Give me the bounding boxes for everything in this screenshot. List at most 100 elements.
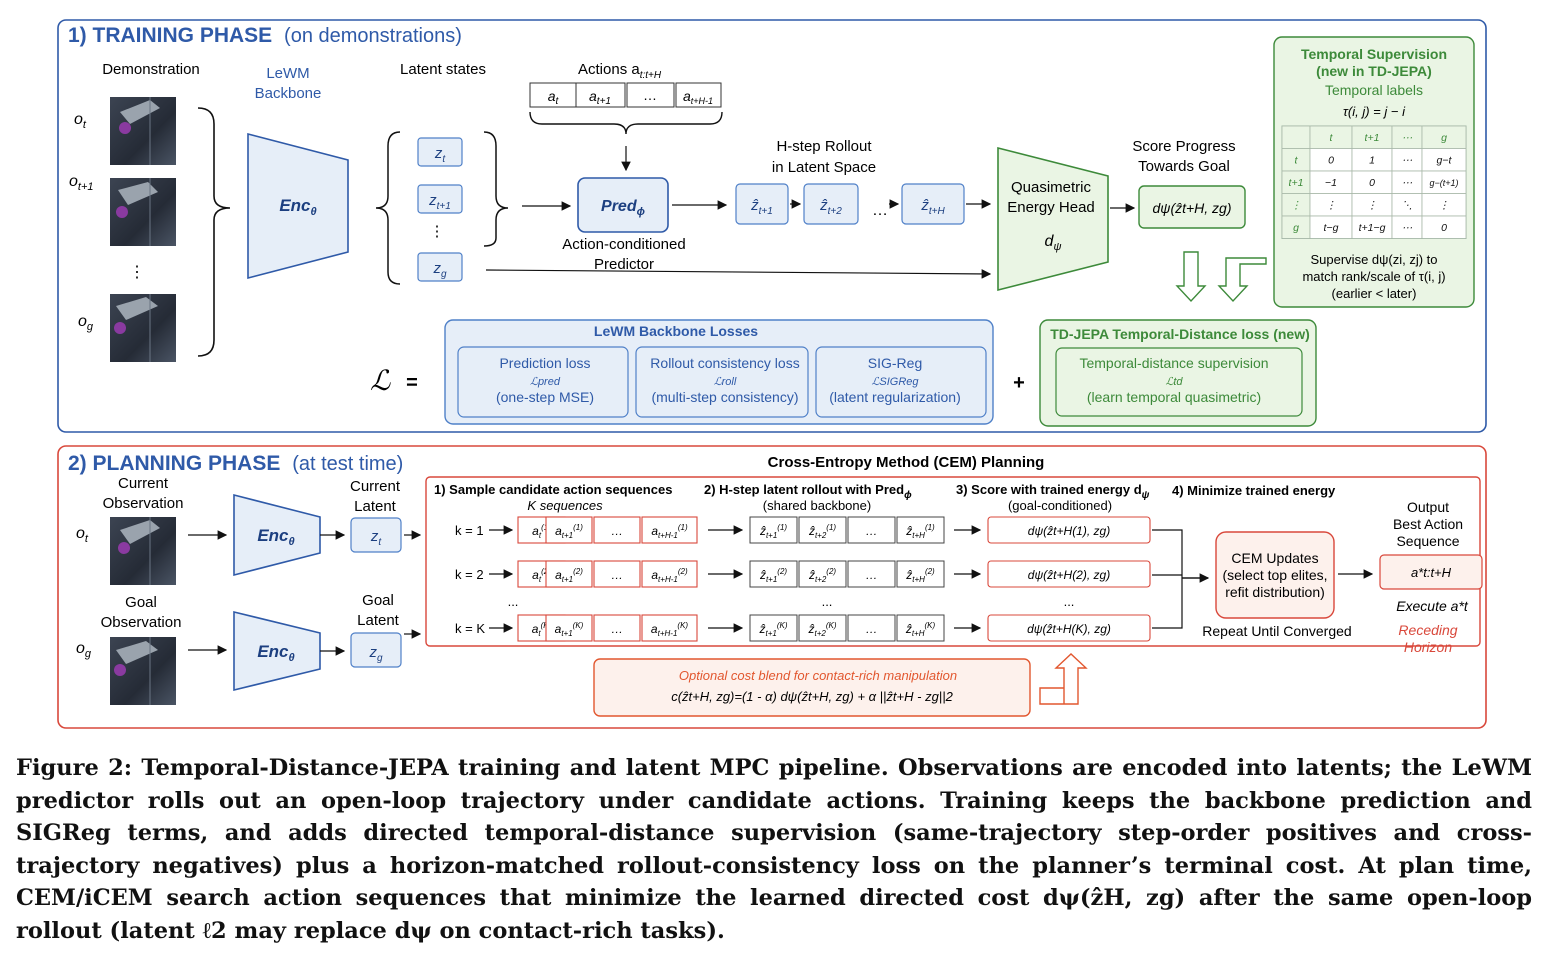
latent-box-g [417, 252, 463, 282]
cem-action-box [545, 560, 593, 588]
temporal-labels: Temporal labels [1325, 82, 1423, 98]
cem-rollout-box [798, 560, 847, 588]
cem-action-label: at+H-1(K) [651, 621, 688, 638]
output-box [1379, 554, 1483, 590]
temporal-table-value: ⋮ [1326, 200, 1337, 212]
cem-rollout-box [896, 560, 945, 588]
cem-rollout-box [798, 516, 847, 544]
step1: 1) Sample candidate action sequences [434, 482, 672, 497]
cem-action-box [641, 560, 698, 588]
hollow-arrow-bent [1217, 257, 1267, 303]
latent-ellipsis: ⋮ [430, 223, 445, 240]
actions-brace [529, 111, 723, 135]
loss-item-roll [635, 346, 809, 418]
svg-text:og: og [76, 640, 92, 660]
energy-head [997, 146, 1109, 292]
svg-text:og: og [78, 313, 94, 333]
score-box-text: dψ(ẑt+H, zg) [1152, 200, 1231, 216]
svg-text:1) TRAINING PHASE (on demo: 1) TRAINING PHASE (on demonstrations) [68, 24, 462, 47]
goal-latent-1: Goal [362, 592, 394, 609]
optional-hollow-arrow [1039, 653, 1088, 705]
cem-action-box [593, 560, 641, 588]
svg-text:Prediction loss: Prediction loss [499, 355, 590, 371]
svg-text:Encθ: Encθ [257, 526, 294, 548]
obs-label-t1: o [69, 173, 78, 190]
output-box-text: a*t:t+H [1411, 565, 1452, 580]
temporal-table-value: −1 [1325, 177, 1337, 189]
temporal-table-cell [1281, 125, 1311, 149]
energy-head-2: Energy Head [1007, 199, 1095, 216]
plan-latent-goal [350, 632, 402, 668]
output-3: Sequence [1396, 533, 1459, 549]
cem-row-k: k = 2 [455, 567, 484, 582]
cem-rollout-box [847, 560, 896, 588]
receding-2: Horizon [1404, 639, 1452, 655]
step3: 3) Score with trained energy d [956, 482, 1142, 497]
predictor-caption-1: Action-conditioned [562, 236, 685, 253]
goal-latent-2: Latent [357, 612, 400, 629]
cem-rollout-label: … [866, 622, 878, 636]
svg-text:(learn temporal quasimetric): (learn temporal quasimetric) [1087, 389, 1261, 405]
current-latent-2: Latent [354, 498, 397, 515]
current-obs-2: Observation [103, 495, 184, 512]
plan-image-goal [110, 637, 176, 705]
cem-action-label: at+1(K) [555, 621, 584, 638]
actions-label: Actions a [578, 61, 640, 78]
cem-updates-box [1215, 531, 1335, 619]
obs-label-t: o [74, 111, 83, 128]
cem-energy-label: dψ(ẑt+H(K), zg) [1027, 622, 1111, 636]
lewm-losses-title: LeWM Backbone Losses [594, 323, 758, 339]
svg-text:at+1: at+1 [589, 88, 611, 107]
temporal-table-value: g [1293, 222, 1299, 234]
temporal-table-value: t [1330, 132, 1334, 144]
temporal-table-value: 0 [1369, 177, 1375, 189]
loss-item-sigreg [815, 346, 987, 418]
cem-rollout-box [749, 516, 798, 544]
demo-brace [197, 107, 231, 357]
receding-1: Receding [1398, 622, 1457, 638]
predictor-caption-2: Predictor [594, 256, 654, 273]
optional-cost-box [593, 658, 1031, 717]
svg-text:ẑt+H: ẑt+H [920, 197, 945, 217]
cem-action-label: at+H-1(2) [651, 567, 688, 584]
cem-action-box [545, 516, 593, 544]
temporal-table-value: g−(t+1) [1429, 178, 1458, 188]
encoder-label: Enc [279, 196, 311, 215]
cem-action-label: at+1(1) [555, 523, 583, 540]
backbone-label-2: Backbone [255, 85, 322, 102]
temporal-note-1: Supervise dψ(zi, zj) to [1310, 252, 1437, 267]
training-encoder [247, 132, 349, 280]
pipeline-diagram: 1) TRAINING PHASE (on demonstrations) De… [57, 19, 1487, 729]
rollout-box-2 [803, 183, 859, 225]
temporal-table-cell [1421, 215, 1467, 239]
plan-encoder-goal [233, 610, 321, 692]
cem-action-label: … [611, 524, 623, 538]
svg-text:ẑt+1: ẑt+1 [750, 197, 773, 217]
cem-action-label: at+H-1(1) [651, 523, 688, 540]
cem-rollout-box [847, 516, 896, 544]
cem-action-box [545, 614, 593, 642]
temporal-table-value: g [1441, 132, 1447, 144]
step4: 4) Minimize trained energy [1172, 483, 1336, 498]
cem-rollout-box [896, 614, 945, 642]
goal-obs-1: Goal [125, 594, 157, 611]
optional-title: Optional cost blend for contact-rich man… [679, 668, 957, 683]
step3-sub: (goal-conditioned) [1008, 498, 1112, 513]
step1-sub: K sequences [527, 498, 603, 513]
svg-text:Temporal-distance supervision: Temporal-distance supervision [1079, 355, 1268, 371]
cem-rows: k = 1at(1)at+1(1)…at+H-1(1)ẑt+1(1)ẑt+2(1… [455, 516, 1151, 642]
cem-action-box [641, 516, 698, 544]
rollout-label-1: H-step Rollout [776, 138, 872, 155]
loss-plus: + [1013, 372, 1025, 394]
score-label-1: Score Progress [1132, 138, 1235, 155]
cem-action-label: … [611, 568, 623, 582]
score-box [1138, 185, 1246, 229]
demo-image-g [110, 294, 176, 362]
plan-image-current [110, 517, 176, 585]
cem-updates-2: (select top elites, [1222, 567, 1327, 583]
cem-rollout-label: ẑt+2(2) [808, 567, 836, 584]
svg-text:zt+1: zt+1 [428, 192, 451, 212]
cem-rollout-box [847, 614, 896, 642]
cem-rollout-box [749, 614, 798, 642]
svg-text:2) PLANNING PHASE (at test: 2) PLANNING PHASE (at test time) [68, 452, 403, 475]
